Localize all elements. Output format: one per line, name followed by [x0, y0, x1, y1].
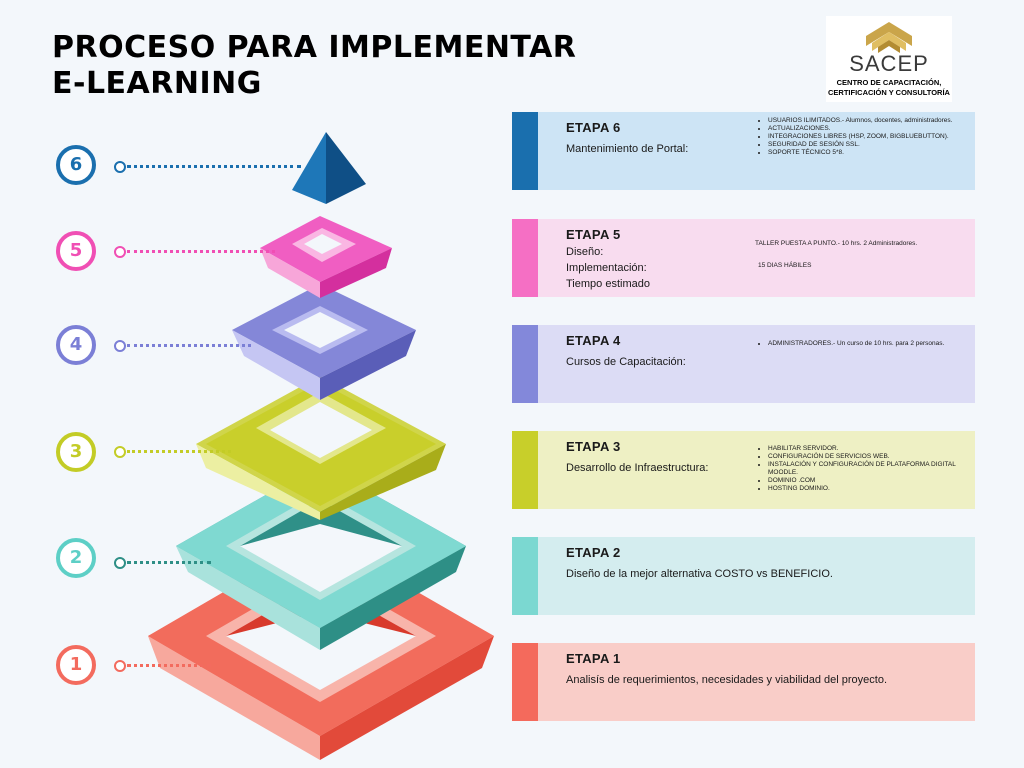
- bullet-item: CONFIGURACIÓN DE SERVICIOS WEB.: [768, 453, 968, 461]
- stage-title: ETAPA 4: [566, 333, 621, 348]
- bullet-item: ACTUALIZACIONES.: [768, 125, 968, 133]
- stage-description: Cursos de Capacitación:: [566, 356, 686, 368]
- level-number-badge: 3: [56, 432, 96, 472]
- stage-color-bar: [512, 643, 538, 721]
- logo-subtitle: CENTRO DE CAPACITACIÓN, CERTIFICACIÓN Y …: [828, 78, 950, 97]
- stage-title: ETAPA 2: [566, 545, 621, 560]
- stage-color-bar: [512, 112, 538, 190]
- level-number-badge: 2: [56, 538, 96, 578]
- bullet-item: SOPORTE TÉCNICO 5*8.: [768, 149, 968, 157]
- stage-bullet-list: ADMINISTRADORES.- Un curso de 10 hrs. pa…: [759, 340, 968, 348]
- stage-color-bar: [512, 537, 538, 615]
- stage-title: ETAPA 1: [566, 651, 621, 666]
- stage-card-4: ETAPA 4 Cursos de Capacitación: ADMINIST…: [512, 325, 975, 403]
- pyramid-level-5: [260, 216, 392, 298]
- stage-description: Diseño: Implementación: Tiempo estimado: [566, 246, 650, 290]
- stage-note: 15 DIAS HÁBILES: [758, 262, 812, 269]
- level-number-badge: 1: [56, 645, 96, 685]
- stage-title: ETAPA 3: [566, 439, 621, 454]
- logo-emblem-icon: [866, 22, 912, 53]
- pyramid-level-4: [232, 284, 416, 400]
- bullet-item: USUARIOS ILIMITADOS.- Alumnos, docentes,…: [768, 117, 968, 125]
- stage-color-bar: [512, 431, 538, 509]
- bullet-item: DOMINIO .COM: [768, 477, 968, 485]
- stage-color-bar: [512, 325, 538, 403]
- stage-card-6: ETAPA 6 Mantenimiento de Portal: USUARIO…: [512, 112, 975, 190]
- stage-card-3: ETAPA 3 Desarrollo de Infraestructura: H…: [512, 431, 975, 509]
- dotted-connector: [127, 664, 211, 667]
- pyramid-illustration: [148, 132, 494, 760]
- pyramid-level-3: [196, 376, 446, 520]
- pyramid-level-2: [176, 464, 466, 650]
- level-number-badge: 4: [56, 325, 96, 365]
- stage-card-5: ETAPA 5 Diseño: Implementación: Tiempo e…: [512, 219, 975, 297]
- connector-dot: [114, 340, 126, 352]
- bullet-item: ADMINISTRADORES.- Un curso de 10 hrs. pa…: [768, 340, 968, 348]
- stage-title: ETAPA 5: [566, 227, 621, 242]
- stage-title: ETAPA 6: [566, 120, 621, 135]
- logo-name: SACEP: [849, 51, 929, 76]
- dotted-connector: [127, 250, 275, 253]
- connector-dot: [114, 660, 126, 672]
- stage-bullet-list: USUARIOS ILIMITADOS.- Alumnos, docentes,…: [759, 117, 968, 157]
- stage-note: TALLER PUESTA A PUNTO.- 10 hrs. 2 Admini…: [755, 240, 918, 247]
- pyramid-level-6: [292, 132, 366, 204]
- bullet-item: SEGURIDAD DE SESIÓN SSL.: [768, 141, 968, 149]
- connector-dot: [114, 161, 126, 173]
- stage-color-bar: [512, 219, 538, 297]
- level-number-badge: 5: [56, 231, 96, 271]
- stage-card-2: ETAPA 2 Diseño de la mejor alternativa C…: [512, 537, 975, 615]
- page-title: PROCESO PARA IMPLEMENTAR E-LEARNING: [52, 30, 576, 102]
- title-line-1: PROCESO PARA IMPLEMENTAR: [52, 30, 577, 65]
- connector-dot: [114, 246, 126, 258]
- bullet-item: INSTALACIÓN Y CONFIGURACIÓN DE PLATAFORM…: [768, 461, 968, 477]
- connector-dot: [114, 446, 126, 458]
- sacep-logo: SACEP CENTRO DE CAPACITACIÓN, CERTIFICAC…: [826, 16, 952, 102]
- bullet-item: INTEGRACIONES LIBRES (HSP, ZOOM, BIGBLUE…: [768, 133, 968, 141]
- dotted-connector: [127, 165, 301, 168]
- title-line-2: E-LEARNING: [52, 66, 262, 101]
- stage-description: Mantenimiento de Portal:: [566, 143, 689, 155]
- stage-bullet-list: HABILITAR SERVIDOR. CONFIGURACIÓN DE SER…: [759, 445, 968, 493]
- dotted-connector: [127, 450, 231, 453]
- stage-description: Analisís de requerimientos, necesidades …: [566, 674, 888, 686]
- dotted-connector: [127, 561, 211, 564]
- stage-description: Diseño de la mejor alternativa COSTO vs …: [566, 568, 833, 580]
- stage-card-1: ETAPA 1 Analisís de requerimientos, nece…: [512, 643, 975, 721]
- dotted-connector: [127, 344, 251, 347]
- level-number-badge: 6: [56, 145, 96, 185]
- connector-dot: [114, 557, 126, 569]
- stage-description: Desarrollo de Infraestructura:: [566, 462, 709, 474]
- bullet-item: HOSTING DOMINIO.: [768, 485, 968, 493]
- bullet-item: HABILITAR SERVIDOR.: [768, 445, 968, 453]
